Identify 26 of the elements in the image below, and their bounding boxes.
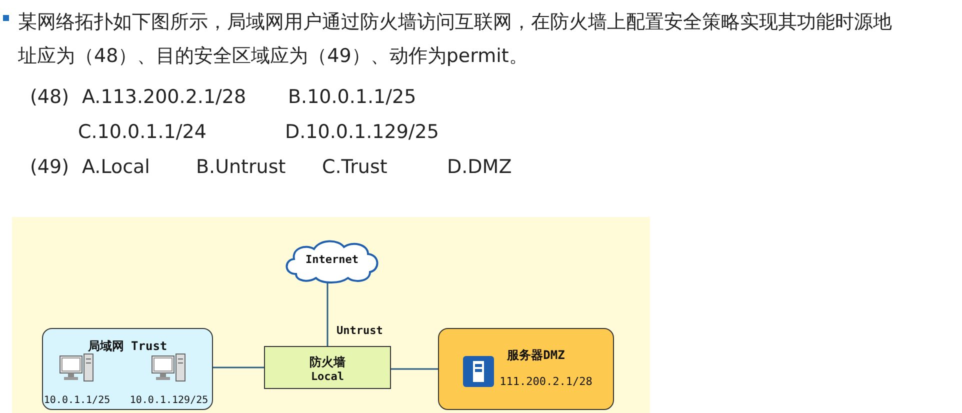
- zone-box: [42, 328, 213, 410]
- answer-option: D.10.0.1.129/25: [285, 119, 439, 145]
- ip-address: 10.0.1.129/25: [130, 395, 208, 406]
- edge-label: Untrust: [336, 324, 384, 337]
- answer-option: C.10.0.1.1/24: [78, 119, 206, 145]
- cloud-label: Internet: [304, 253, 360, 266]
- zone-name: Local: [310, 370, 346, 383]
- ip-address: 10.0.1.1/25: [44, 395, 110, 406]
- question-text: 某网络拓扑如下图所示，局域网用户通过防火墙访问互联网，在防火墙上配置安全策略实现其功能时源地址应为（48）、目的安全区域应为（49）、动作为permit。: [18, 10, 893, 69]
- zone-title: 防火墙: [308, 354, 346, 371]
- connector-line: [326, 281, 328, 346]
- answer-option: C.Trust: [322, 154, 388, 180]
- answer-option: B.10.0.1.1/25: [288, 84, 416, 110]
- zone-box: [438, 328, 614, 410]
- answer-option: D.DMZ: [447, 154, 512, 180]
- zone-title: 局域网 Trust: [86, 338, 168, 355]
- connector-line: [391, 368, 438, 370]
- question-number: (48): [30, 85, 70, 110]
- answer-option: B.Untrust: [196, 154, 286, 180]
- ip-address: 111.200.2.1/28: [498, 375, 594, 388]
- zone-title: 服务器DMZ: [506, 347, 566, 364]
- answer-option: A.113.200.2.1/28: [82, 84, 246, 110]
- question-number: (49): [30, 155, 70, 180]
- answer-option: A.Local: [82, 154, 150, 180]
- firewall-box: [264, 346, 391, 389]
- connector-line: [213, 366, 264, 368]
